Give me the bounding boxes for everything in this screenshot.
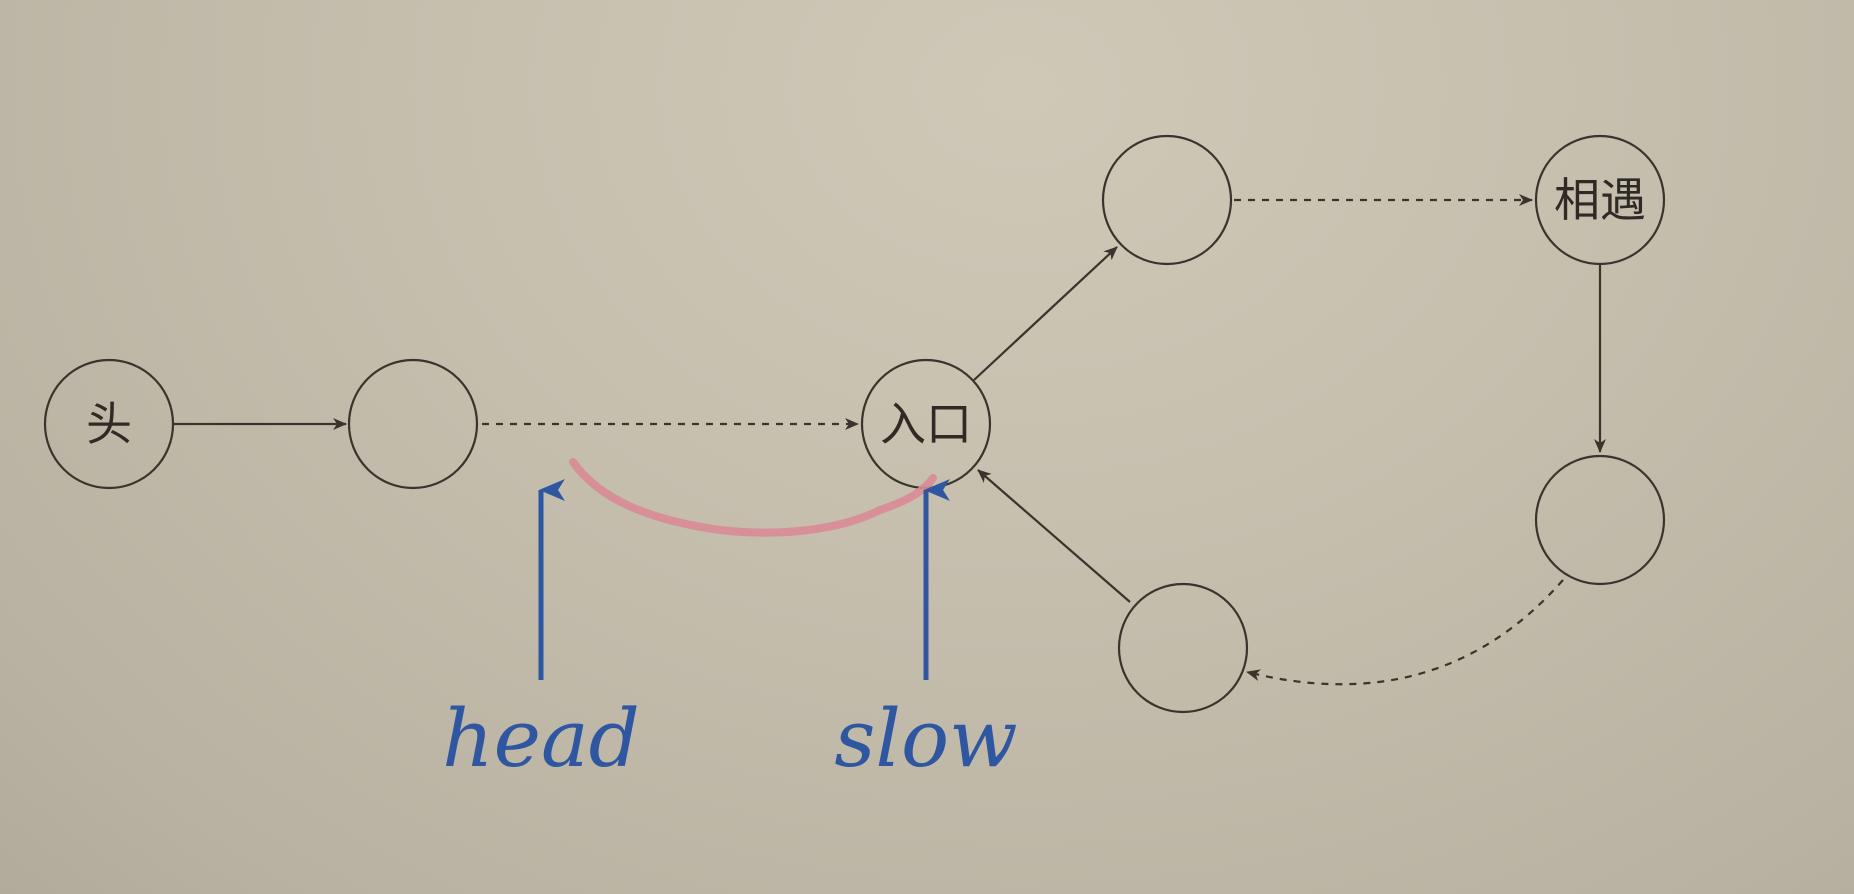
node-head-label: 头 [86, 397, 132, 451]
node-meet: 相遇 [1534, 134, 1666, 266]
edge-right-to-bottom [1246, 579, 1564, 686]
node-bottom [1117, 582, 1249, 714]
edge-entry-to-top [973, 246, 1118, 381]
node-entry: 入口 [860, 358, 992, 490]
node-top [1101, 134, 1233, 266]
edge-bottom-to-entry [977, 469, 1131, 603]
distance-highlight-stroke [569, 458, 937, 537]
node-right [1534, 454, 1666, 586]
node-head: 头 [43, 358, 175, 490]
node-entry-label: 入口 [880, 397, 972, 451]
node-meet-label: 相遇 [1554, 173, 1646, 227]
slow-pointer-label: slow [834, 692, 1017, 785]
node-2 [347, 358, 479, 490]
head-pointer-label: head [442, 692, 640, 785]
